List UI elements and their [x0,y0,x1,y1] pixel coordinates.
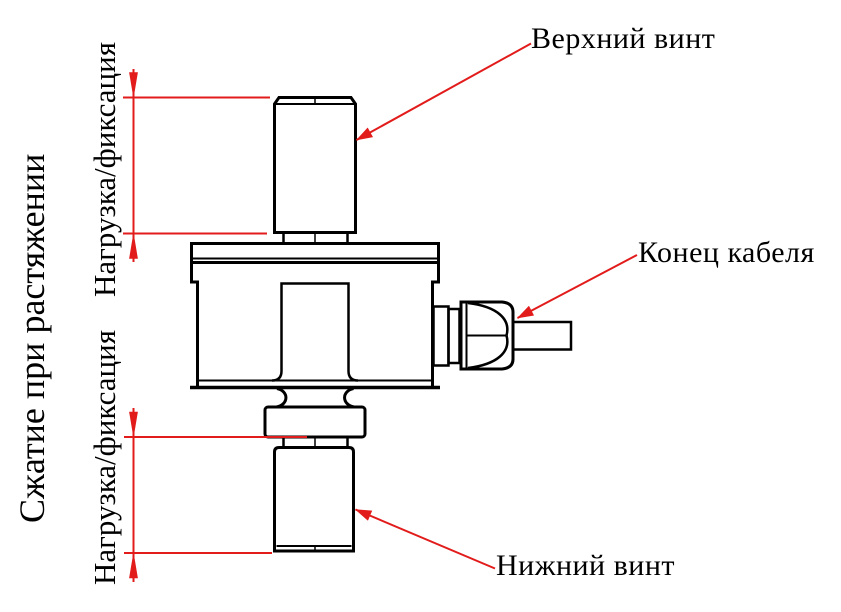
upper-screw-outline [273,96,357,234]
upper-screw-leader-arrow [355,42,532,141]
upper-dimension-lines [123,69,270,262]
lower-neck-outline [282,437,349,447]
lower-screw-leader-arrow [354,508,496,570]
cable-end-leader-arrow [516,254,638,319]
cable-stub-outline [511,320,573,351]
body-outline [190,262,440,390]
lower-screw-outline [273,446,355,553]
callout-leaders [354,42,638,570]
lower-screw-label: Нижний винт [496,549,675,582]
load-fixation-lower-label: Нагрузка/фиксация [87,330,122,585]
cable-gland-outline [432,300,515,371]
cable-end-label: Конец кабеля [638,236,815,269]
top-flange-outline [190,242,440,264]
upper-neck-outline [282,232,349,244]
lower-collar-outline [263,405,367,439]
compression-axis-label: Сжатие при растяжении [12,153,52,523]
waist-fillets [276,387,355,409]
load-fixation-upper-label: Нагрузка/фиксация [87,42,122,297]
sensor-outline [190,96,573,553]
lower-dimension-lines [124,408,307,582]
upper-screw-label: Верхний винт [531,22,716,55]
